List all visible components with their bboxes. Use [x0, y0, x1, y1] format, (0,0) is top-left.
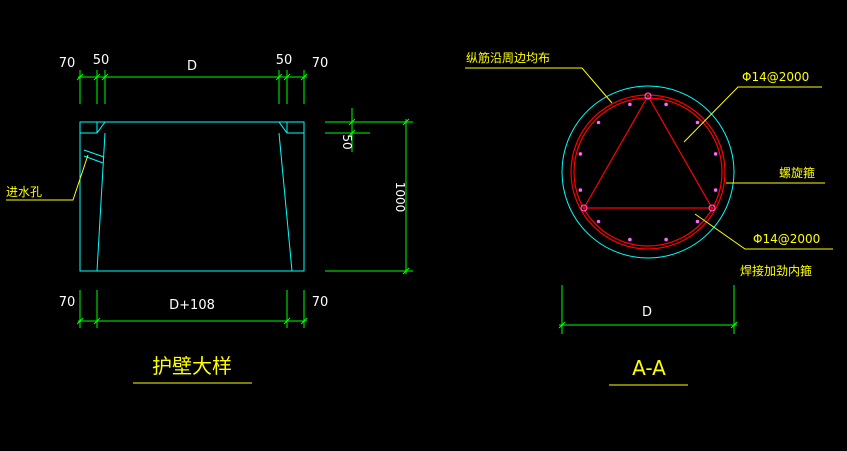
rebar-dot: [628, 237, 632, 242]
rebar-dot: [596, 219, 601, 224]
label-inner-hoop: 焊接加劲内箍: [740, 263, 812, 278]
outer-wall-circle: [561, 85, 735, 259]
section-leaders: [465, 67, 833, 250]
label-longitudinal-rebar: 纵筋沿周边均布: [466, 50, 550, 65]
triangle-joint: [644, 92, 652, 100]
dim-bottom-70-left: 70: [59, 295, 76, 310]
triangle-joint: [580, 204, 588, 212]
diameter-dimension: [558, 285, 738, 334]
dim-right-1000: 1000: [393, 182, 407, 213]
label-rebar-top: Φ14@2000: [742, 70, 809, 84]
rebar-dot: [596, 120, 601, 125]
elevation-view: 70 50 D 50 70 进水孔: [6, 53, 413, 384]
triangle-joint: [708, 204, 716, 212]
rebar-dot: [628, 102, 632, 107]
dim-bottom-70-right: 70: [312, 295, 329, 310]
title-section-aa: A-A: [632, 356, 666, 380]
rebar-dot: [664, 237, 668, 242]
right-dimension: [325, 108, 413, 275]
stiffener-triangle: [582, 94, 714, 209]
label-spiral-hoop: 螺旋箍: [779, 165, 815, 180]
rebar-dot: [578, 188, 583, 192]
dim-diameter-d: D: [642, 305, 652, 320]
bottom-dimension: [76, 290, 308, 328]
rebar-dot: [695, 219, 700, 224]
longitudinal-rebars: [578, 92, 718, 242]
section-view: 纵筋沿周边均布 Φ14@2000 螺旋箍 Φ14@2000 焊接加劲内箍 D A…: [465, 50, 833, 386]
rebar-dot: [695, 120, 700, 125]
dim-top-50-right: 50: [276, 53, 293, 68]
label-rebar-bottom: Φ14@2000: [753, 232, 820, 246]
rebar-dot: [713, 152, 718, 156]
top-dimension: [76, 70, 308, 104]
rebar-dot: [578, 152, 583, 156]
weep-hole-leader: [6, 154, 89, 201]
rebar-dot: [713, 188, 718, 192]
dim-top-d: D: [187, 59, 197, 74]
spiral-hoop-inner: [573, 97, 723, 247]
ring-wall-outline: [79, 121, 305, 272]
dim-top-50-left: 50: [93, 53, 110, 68]
dim-right-50: 50: [340, 134, 354, 149]
title-elevation: 护壁大样: [152, 354, 232, 378]
dim-top-70-right: 70: [312, 56, 329, 71]
label-weep-hole: 进水孔: [6, 185, 42, 199]
rebar-dot: [664, 102, 668, 107]
dim-bottom-d108: D+108: [169, 298, 215, 313]
dim-top-70-left: 70: [59, 56, 76, 71]
